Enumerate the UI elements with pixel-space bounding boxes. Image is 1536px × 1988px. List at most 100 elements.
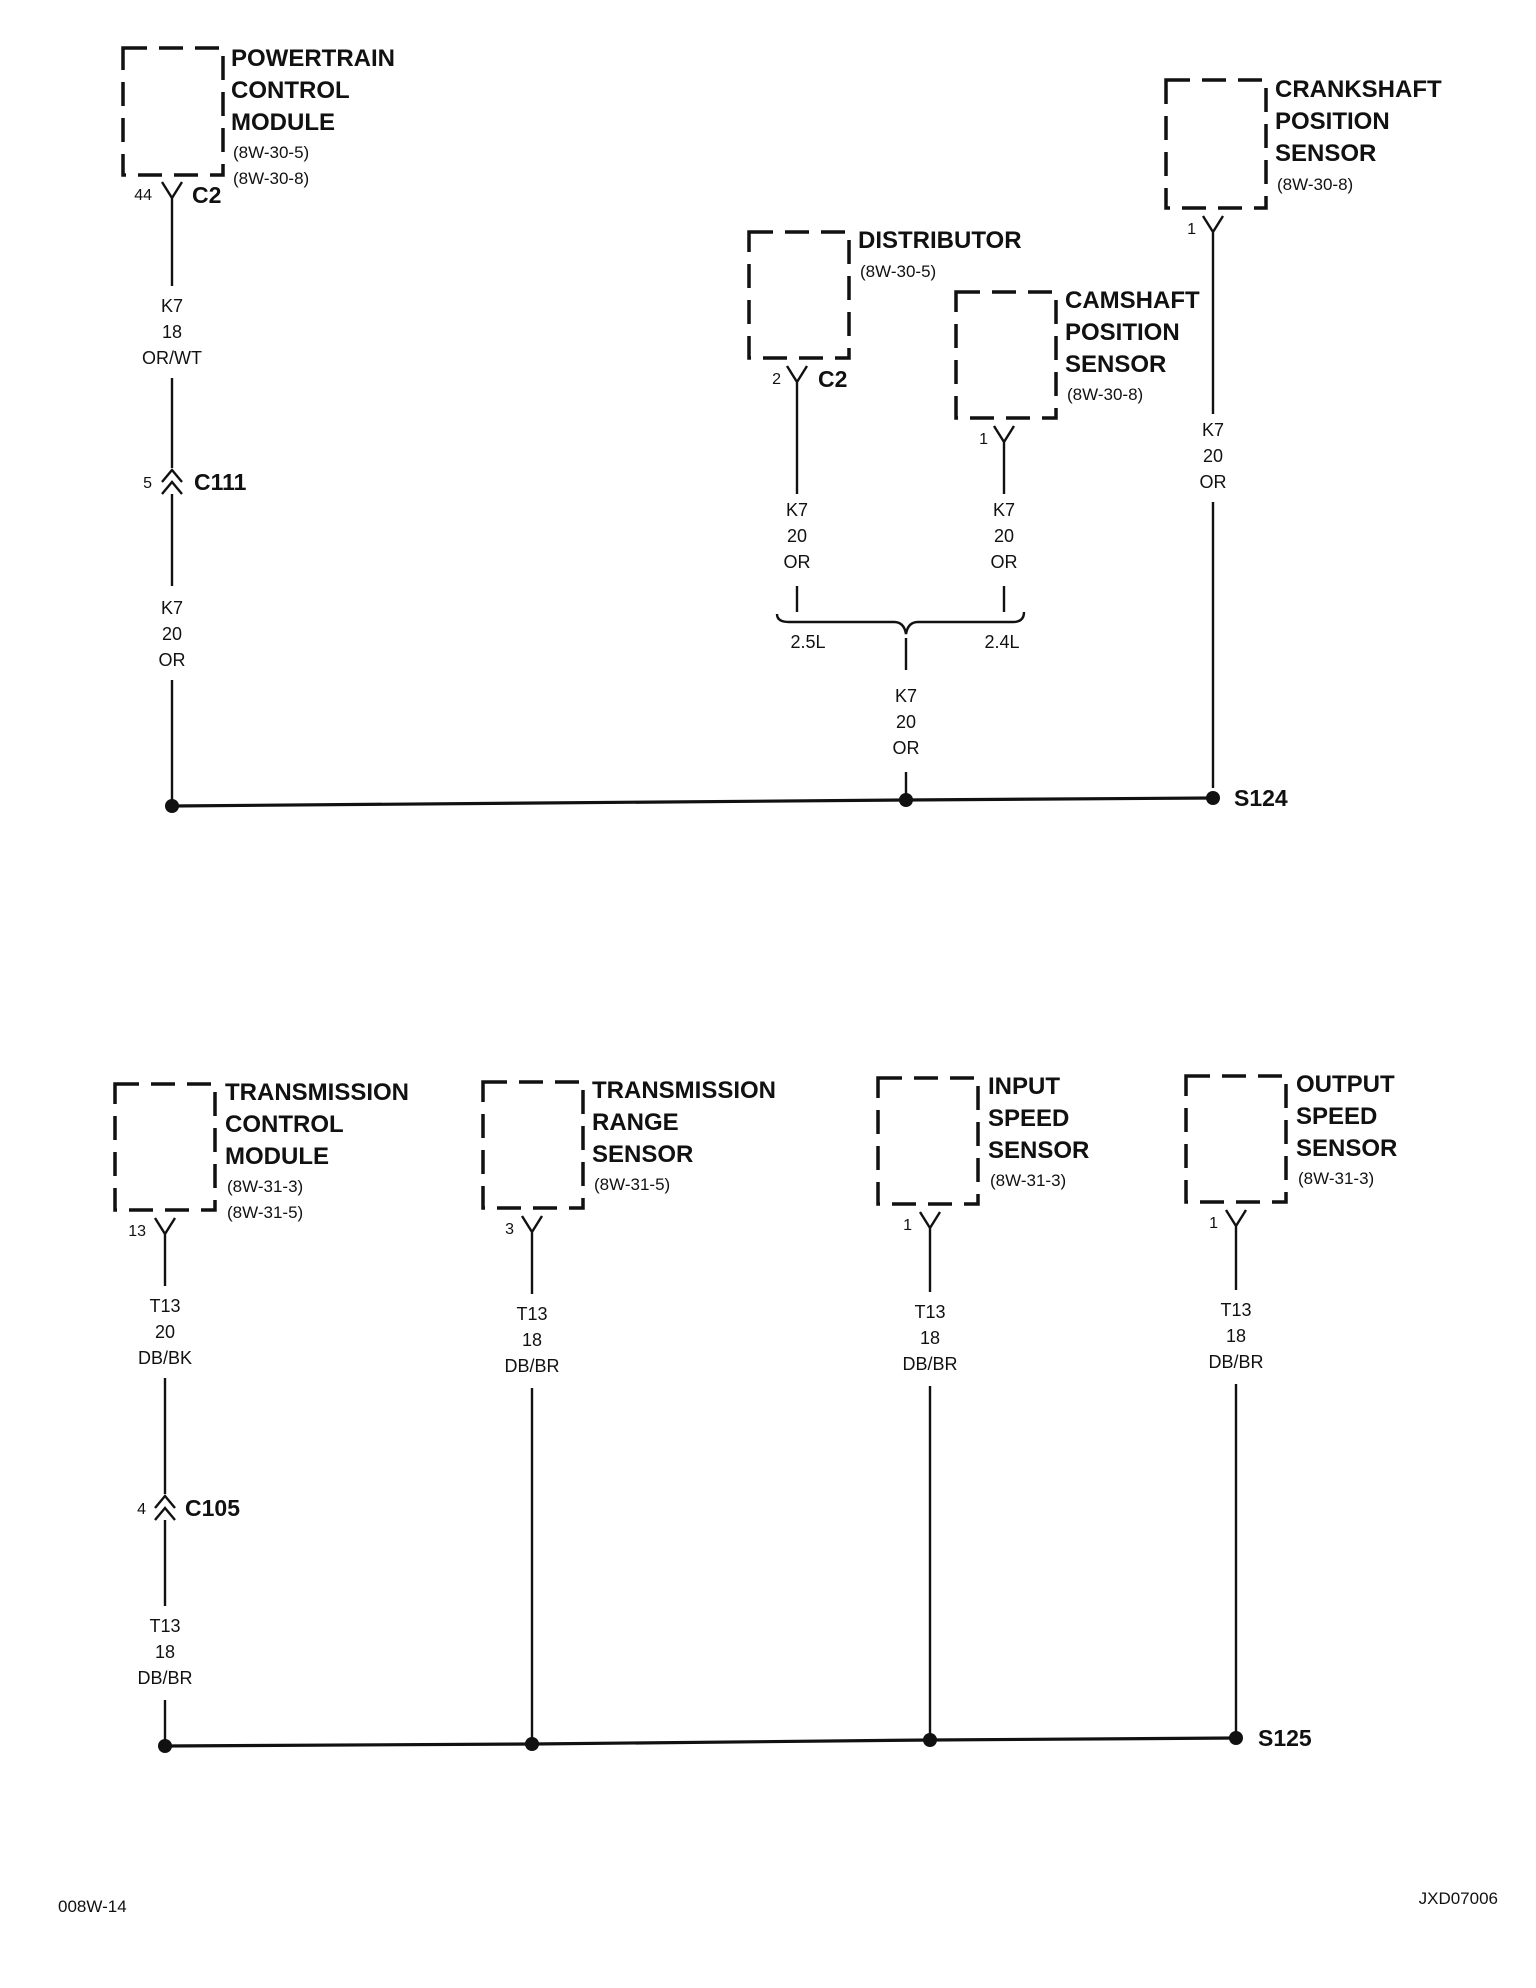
splice-s125-label: S125 (1258, 1725, 1312, 1751)
splice-node (899, 793, 913, 807)
crankshaft-name-3: SENSOR (1275, 140, 1376, 167)
pcm-ref-1: (8W-30-5) (233, 143, 309, 162)
wire-gauge: 18 (1226, 1326, 1246, 1346)
iss-terminal (918, 1211, 942, 1238)
option-left-label: 2.5L (790, 632, 825, 652)
wire-gauge: 20 (787, 526, 807, 546)
c111-pin: 5 (143, 475, 152, 492)
powertrain-control-module: POWERTRAIN CONTROL MODULE (8W-30-5) (8W-… (121, 45, 395, 208)
iss-wire-label: T13 18 DB/BR (902, 1302, 957, 1374)
splice-s124-bus: S124 (165, 785, 1288, 813)
c105-inline-connector: 4 C105 (137, 1494, 240, 1521)
wire-color: DB/BR (504, 1356, 559, 1376)
crank-wire-label: K7 20 OR (1200, 420, 1227, 492)
bus-segment-2 (531, 1738, 931, 1746)
pcm-box (121, 46, 225, 177)
iss-name-3: SENSOR (988, 1137, 1089, 1164)
crankshaft-box (1164, 78, 1268, 210)
wire-color: DB/BR (137, 1668, 192, 1688)
wire-color: DB/BR (1208, 1352, 1263, 1372)
engine-option-brace: 2.5L 2.4L (775, 611, 1026, 652)
page-code: 008W-14 (58, 1897, 127, 1916)
distributor-terminal (785, 365, 809, 392)
splice-node (1206, 791, 1220, 805)
wire-color: OR (893, 738, 920, 758)
output-speed-sensor: OUTPUT SPEED SENSOR (8W-31-3) 1 (1184, 1071, 1397, 1236)
wire-circuit: T13 (516, 1304, 547, 1324)
crankshaft-ref: (8W-30-8) (1277, 175, 1353, 194)
tcm-pin: 13 (128, 1223, 146, 1240)
tcm-ref-1: (8W-31-3) (227, 1177, 303, 1196)
wire-color: OR (784, 552, 811, 572)
tcm-ref-2: (8W-31-5) (227, 1203, 303, 1222)
iss-name-1: INPUT (988, 1073, 1060, 1100)
trs-box (481, 1080, 585, 1210)
iss-pin: 1 (903, 1217, 912, 1234)
pcm-lower-wire-label: K7 20 OR (159, 598, 186, 670)
tcm-terminal (153, 1217, 177, 1244)
wire-color: OR/WT (142, 348, 202, 368)
wire-circuit: K7 (161, 598, 183, 618)
tcm-name-3: MODULE (225, 1143, 329, 1170)
wire-circuit: K7 (1202, 420, 1224, 440)
distributor-pin: 2 (772, 371, 781, 388)
trs-name-2: RANGE (592, 1109, 679, 1136)
wire-gauge: 18 (162, 322, 182, 342)
crankshaft-name-2: POSITION (1275, 108, 1390, 135)
camshaft-name-3: SENSOR (1065, 351, 1166, 378)
wire-circuit: T13 (149, 1296, 180, 1316)
splice-node (165, 799, 179, 813)
wire-gauge: 18 (920, 1328, 940, 1348)
c105-name: C105 (185, 1495, 240, 1521)
oss-pin: 1 (1209, 1215, 1218, 1232)
pcm-upper-wire-label: K7 18 OR/WT (142, 296, 202, 368)
dist-wire-label: K7 20 OR (784, 500, 811, 572)
bus-segment-1 (164, 1742, 533, 1748)
pcm-connector: C2 (192, 182, 221, 208)
transmission-control-module: TRANSMISSION CONTROL MODULE (8W-31-3) (8… (113, 1079, 409, 1244)
cam-wire-label: K7 20 OR (991, 500, 1018, 572)
pcm-name-3: MODULE (231, 109, 335, 136)
wire-circuit: K7 (895, 686, 917, 706)
pcm-ref-2: (8W-30-8) (233, 169, 309, 188)
wire-gauge: 18 (155, 1642, 175, 1662)
camshaft-terminal (992, 425, 1016, 452)
camshaft-pin: 1 (979, 431, 988, 448)
wire-circuit: T13 (1220, 1300, 1251, 1320)
crankshaft-pin: 1 (1187, 221, 1196, 238)
pcm-pin: 44 (134, 187, 152, 204)
distributor-box (747, 230, 851, 360)
wire-gauge: 20 (896, 712, 916, 732)
c111-inline-connector: 5 C111 (143, 468, 247, 495)
trs-ref: (8W-31-5) (594, 1175, 670, 1194)
camshaft-box (954, 290, 1058, 420)
splice-node (158, 1739, 172, 1753)
camshaft-position-sensor: CAMSHAFT POSITION SENSOR (8W-30-8) 1 (954, 287, 1200, 452)
c105-terminal (154, 1494, 176, 1521)
crankshaft-terminal (1201, 215, 1225, 242)
bus-segment-right (905, 796, 1214, 802)
wire-color: OR (159, 650, 186, 670)
wire-gauge: 20 (1203, 446, 1223, 466)
iss-box (876, 1076, 980, 1206)
wire-circuit: T13 (914, 1302, 945, 1322)
trs-terminal (520, 1215, 544, 1242)
wire-gauge: 20 (994, 526, 1014, 546)
camshaft-name-1: CAMSHAFT (1065, 287, 1200, 314)
distributor-name: DISTRIBUTOR (858, 227, 1022, 254)
option-right-label: 2.4L (984, 632, 1019, 652)
iss-name-2: SPEED (988, 1105, 1069, 1132)
wire-gauge: 20 (162, 624, 182, 644)
splice-node (525, 1737, 539, 1751)
bus-segment-3 (929, 1736, 1237, 1742)
tcm-box (113, 1082, 217, 1212)
wire-color: DB/BK (138, 1348, 192, 1368)
pcm-terminal (160, 181, 184, 208)
oss-name-2: SPEED (1296, 1103, 1377, 1130)
splice-s124-label: S124 (1234, 785, 1288, 811)
wire-gauge: 18 (522, 1330, 542, 1350)
wire-color: OR (991, 552, 1018, 572)
pcm-name-2: CONTROL (231, 77, 350, 104)
merged-wire-label: K7 20 OR (893, 686, 920, 758)
